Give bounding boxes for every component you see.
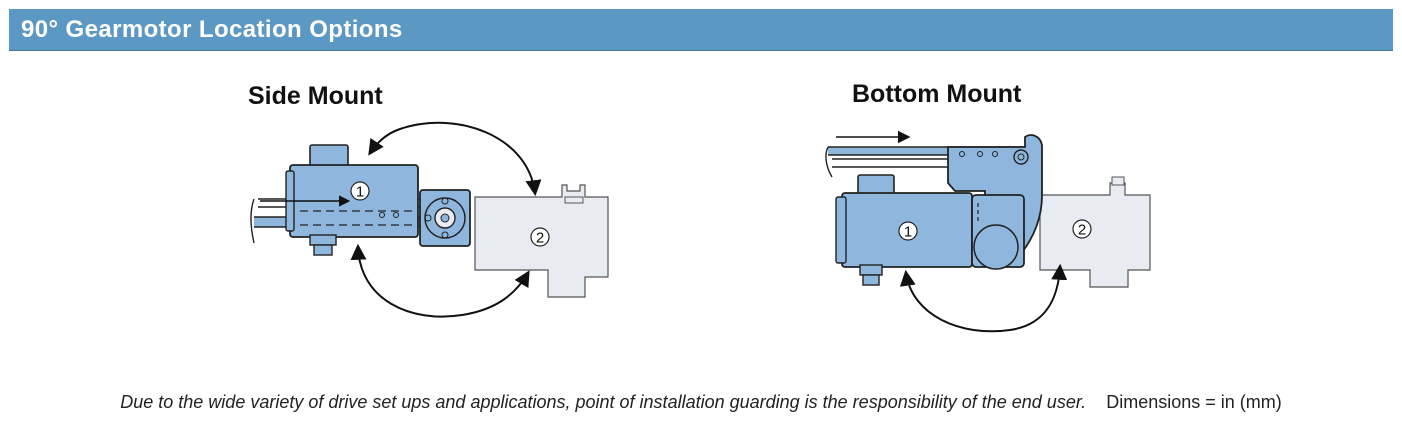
dimensions-note: Dimensions = in (mm): [1106, 392, 1282, 412]
position-2-marker: 2: [1072, 219, 1092, 239]
rotation-arrow-lower: [350, 243, 530, 318]
svg-text:1: 1: [904, 224, 912, 241]
svg-text:2: 2: [1078, 222, 1086, 239]
side-mount-diagram: 1 2: [250, 121, 609, 318]
position-1-marker: 1: [350, 181, 370, 201]
rotation-arrow-upper: [368, 121, 542, 197]
section-header-bar: 90° Gearmotor Location Options: [9, 9, 1393, 51]
svg-text:1: 1: [356, 184, 364, 201]
guarding-note: Due to the wide variety of drive set ups…: [120, 392, 1087, 412]
section-title: 90° Gearmotor Location Options: [21, 16, 403, 43]
rotation-arrow-lower: [899, 263, 1068, 333]
side-mount-label: Side Mount: [248, 82, 383, 110]
ghost-gearmotor-position-2: [1039, 176, 1151, 288]
gearmotor-position-1: [260, 144, 471, 256]
footnote: Due to the wide variety of drive set ups…: [0, 392, 1402, 413]
spacer: [1091, 392, 1101, 412]
position-2-marker: 2: [530, 227, 550, 247]
svg-text:2: 2: [536, 230, 544, 247]
bottom-mount-label: Bottom Mount: [852, 80, 1022, 108]
position-1-marker: 1: [898, 221, 918, 241]
bottom-mount-diagram: 1 2: [825, 130, 1151, 333]
